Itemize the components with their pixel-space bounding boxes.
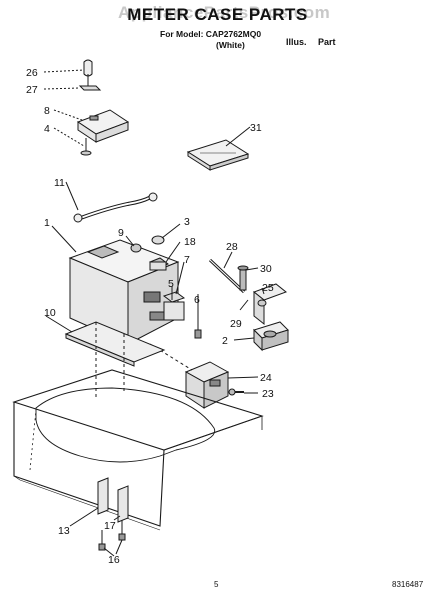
rod-and-latch-parts: [208, 258, 289, 352]
wire-part: [73, 192, 158, 223]
callout-30: 30: [260, 263, 272, 275]
callout-2: 2: [222, 335, 228, 347]
document-number: 8316487: [392, 580, 424, 589]
meter-case-box: [68, 239, 180, 345]
callout-17: 17: [104, 520, 116, 532]
callout-9: 9: [118, 227, 124, 239]
callout-8: 8: [44, 105, 50, 117]
page-number: 5: [214, 580, 219, 589]
callout-31: 31: [250, 122, 262, 134]
callout-27: 27: [26, 84, 38, 96]
callout-11: 11: [54, 177, 65, 189]
bracket-part: [76, 109, 130, 156]
page-title: METER CASE PARTS: [127, 5, 308, 24]
callout-10: 10: [44, 307, 56, 319]
part-header: Part: [318, 37, 336, 47]
callout-28: 28: [226, 241, 238, 253]
plate-part: [186, 139, 250, 171]
callout-18: 18: [184, 236, 196, 248]
callout-16: 16: [108, 554, 120, 566]
gasket-plate: [64, 321, 166, 367]
cabinet-top-frame: [12, 369, 264, 531]
callout-5: 5: [168, 278, 174, 290]
callout-13: 13: [58, 525, 70, 537]
model-line: For Model: CAP2762MQ0: [160, 29, 262, 39]
key-part: [78, 59, 102, 91]
callout-26: 26: [26, 67, 38, 79]
bottom-brackets: [97, 477, 129, 551]
callout-23: 23: [262, 388, 274, 400]
callout-7: 7: [184, 254, 190, 266]
callout-4: 4: [44, 123, 50, 135]
callout-24: 24: [260, 372, 272, 384]
color-line: (White): [216, 40, 245, 50]
switch-parts: [162, 291, 202, 339]
callout-25: 25: [262, 282, 274, 294]
solenoid-part: [184, 361, 244, 409]
watermark: AppliancePartsPros.com: [118, 3, 331, 22]
callout-1: 1: [44, 217, 50, 229]
callout-6: 6: [194, 294, 200, 306]
model-subtitle: For Model: CAP2762MQ0 (White): [160, 29, 261, 51]
callout-29: 29: [230, 318, 242, 330]
illus-header: Illus.: [286, 37, 307, 47]
callout-3: 3: [184, 216, 190, 228]
